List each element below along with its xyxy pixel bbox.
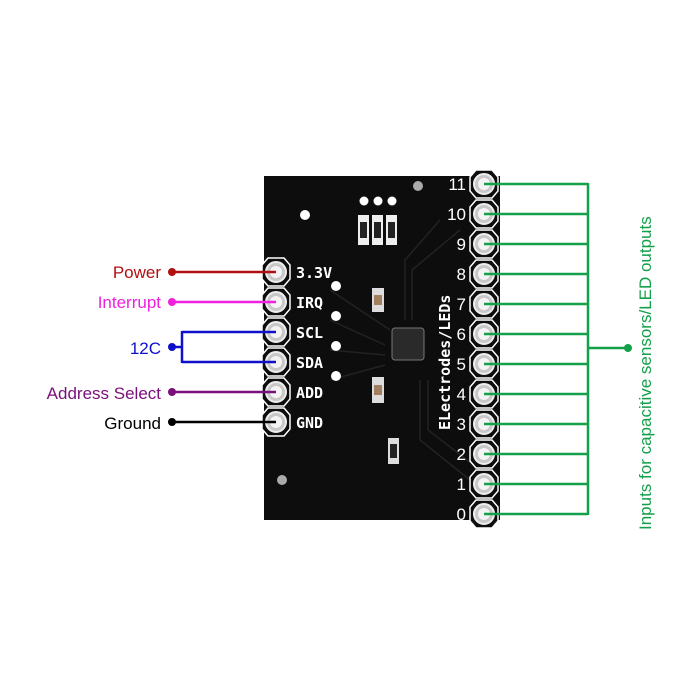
pcb-traces (329, 219, 481, 481)
electrode-number: 6 (457, 325, 466, 344)
bus-dot (624, 344, 632, 352)
electrode-number: 4 (457, 385, 466, 404)
electrodes-title: ELectrodes/LEDs (436, 295, 454, 430)
label-ground: Ground (104, 414, 161, 433)
connector-dot (168, 418, 176, 426)
pin-label: IRQ (296, 294, 323, 312)
smd-components (372, 288, 399, 464)
pin-vias (331, 281, 341, 381)
mpr121-chip (391, 327, 425, 361)
pin-label: GND (296, 414, 323, 432)
electrode-number: 0 (457, 505, 466, 524)
label-power: Power (113, 263, 162, 282)
electrode-number: 10 (447, 205, 466, 224)
mounting-dot (300, 210, 310, 220)
electrode-number: 2 (457, 445, 466, 464)
label-address-select: Address Select (47, 384, 162, 403)
electrode-number: 11 (448, 175, 466, 194)
connector-dot (168, 298, 176, 306)
pin-label: SDA (296, 354, 323, 372)
pin-label: ADD (296, 384, 323, 402)
electrode-number: 1 (457, 475, 466, 494)
electrode-number: 7 (457, 295, 466, 314)
electrode-number: 9 (457, 235, 466, 254)
connector-dot (168, 343, 176, 351)
pin-label: SCL (296, 324, 323, 342)
connector-dot (168, 388, 176, 396)
electrode-number: 3 (457, 415, 466, 434)
electrode-number: 8 (457, 265, 466, 284)
label-interrupt: Interrupt (98, 293, 162, 312)
electrode-number: 5 (457, 355, 466, 374)
label-i2c: 12C (130, 339, 161, 358)
led-jumpers (358, 196, 397, 245)
label-inputs: Inputs for capacitive sensors/LED output… (636, 216, 655, 530)
connector-dot (168, 268, 176, 276)
mounting-dot (413, 181, 423, 191)
mounting-dot (277, 475, 287, 485)
pin-label: 3.3V (296, 264, 332, 282)
